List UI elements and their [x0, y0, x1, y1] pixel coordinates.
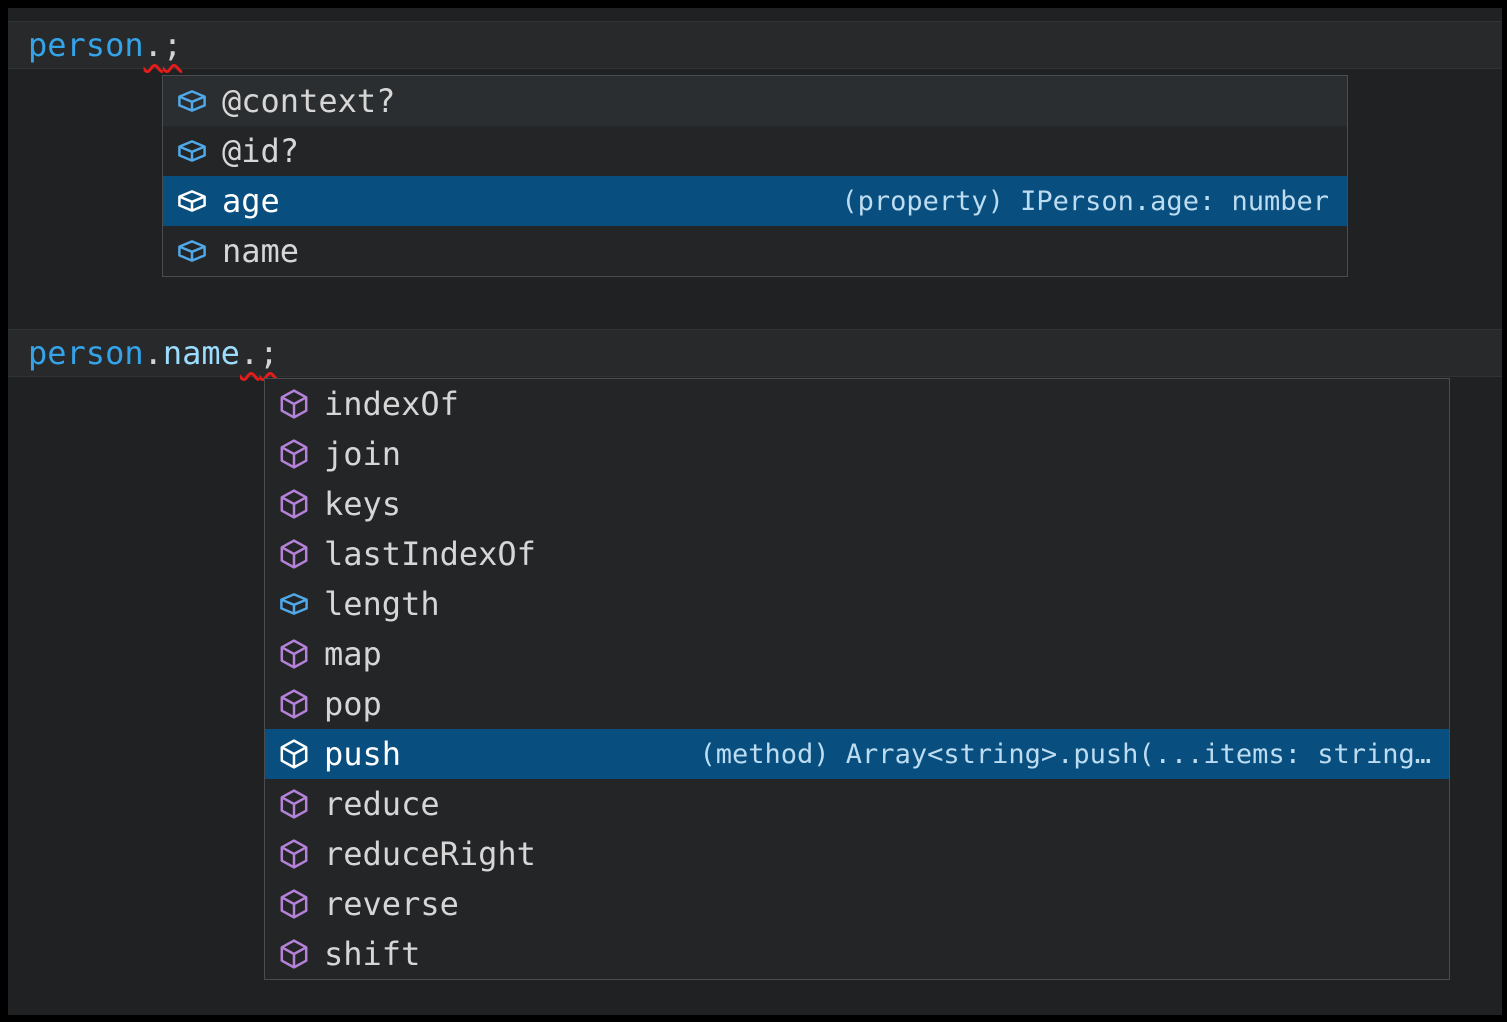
suggest-widget-person-name: indexOf join keys lastIndexOf length map…	[264, 378, 1450, 980]
suggestion-item[interactable]: @id?	[163, 126, 1347, 176]
symbol-method-icon	[278, 438, 310, 470]
suggestion-item[interactable]: pop	[265, 679, 1449, 729]
suggestion-label: @id?	[222, 132, 300, 170]
symbol-method-icon	[278, 638, 310, 670]
suggestion-item[interactable]: shift	[265, 929, 1449, 979]
suggestion-item[interactable]: @context?	[163, 76, 1347, 126]
suggestion-item[interactable]: map	[265, 629, 1449, 679]
code-token: .	[143, 334, 163, 372]
suggestion-item[interactable]: keys	[265, 479, 1449, 529]
symbol-field-icon	[176, 185, 208, 217]
suggestion-label: join	[324, 435, 402, 473]
suggestion-item[interactable]: reduce	[265, 779, 1449, 829]
symbol-method-icon	[278, 688, 310, 720]
suggestion-item[interactable]: age (property) IPerson.age: number	[163, 176, 1347, 226]
suggestion-label: name	[222, 232, 300, 270]
suggestion-label: reduceRight	[324, 835, 536, 873]
code-token: name	[162, 334, 240, 372]
suggestion-label: age	[222, 182, 280, 220]
code-token: person	[28, 26, 144, 64]
suggestion-item[interactable]: name	[163, 226, 1347, 276]
suggestion-label: keys	[324, 485, 402, 523]
symbol-method-icon	[278, 938, 310, 970]
suggestion-label: length	[324, 585, 440, 623]
symbol-method-icon	[278, 538, 310, 570]
code-token: .	[143, 26, 163, 64]
code-token: .	[239, 334, 260, 372]
suggestion-item[interactable]: reduceRight	[265, 829, 1449, 879]
code-token: person	[28, 334, 144, 372]
code-token: ;	[162, 26, 183, 64]
symbol-field-icon	[176, 135, 208, 167]
suggestion-label: push	[324, 735, 402, 773]
suggestion-item[interactable]: indexOf	[265, 379, 1449, 429]
suggestion-detail: (property) IPerson.age: number	[841, 185, 1329, 217]
suggestion-item[interactable]: push (method) Array<string>.push(...item…	[265, 729, 1449, 779]
symbol-method-icon	[278, 788, 310, 820]
suggestion-label: reverse	[324, 885, 459, 923]
suggestion-label: pop	[324, 685, 382, 723]
suggestion-label: reduce	[324, 785, 440, 823]
code-editor: person.; @context? @id? age (property) I…	[8, 8, 1502, 1015]
suggestion-label: @context?	[222, 82, 396, 120]
code-token: ;	[259, 334, 279, 372]
suggestion-item[interactable]: lastIndexOf	[265, 529, 1449, 579]
symbol-method-icon	[278, 738, 310, 770]
suggestion-item[interactable]: reverse	[265, 879, 1449, 929]
symbol-field-icon	[176, 235, 208, 267]
symbol-method-icon	[278, 838, 310, 870]
symbol-field-icon	[278, 588, 310, 620]
symbol-method-icon	[278, 488, 310, 520]
symbol-method-icon	[278, 888, 310, 920]
symbol-method-icon	[278, 388, 310, 420]
symbol-field-icon	[176, 85, 208, 117]
suggestion-label: map	[324, 635, 382, 673]
suggestion-item[interactable]: length	[265, 579, 1449, 629]
suggestion-item[interactable]: join	[265, 429, 1449, 479]
suggestion-detail: (method) Array<string>.push(...items: st…	[699, 738, 1432, 770]
suggestion-label: lastIndexOf	[324, 535, 536, 573]
code-line-person-name[interactable]: person.name.;	[8, 329, 1502, 377]
suggestion-label: shift	[324, 935, 421, 973]
code-line-person[interactable]: person.;	[8, 21, 1502, 69]
suggestion-label: indexOf	[324, 385, 459, 423]
suggest-widget-person: @context? @id? age (property) IPerson.ag…	[162, 75, 1348, 277]
